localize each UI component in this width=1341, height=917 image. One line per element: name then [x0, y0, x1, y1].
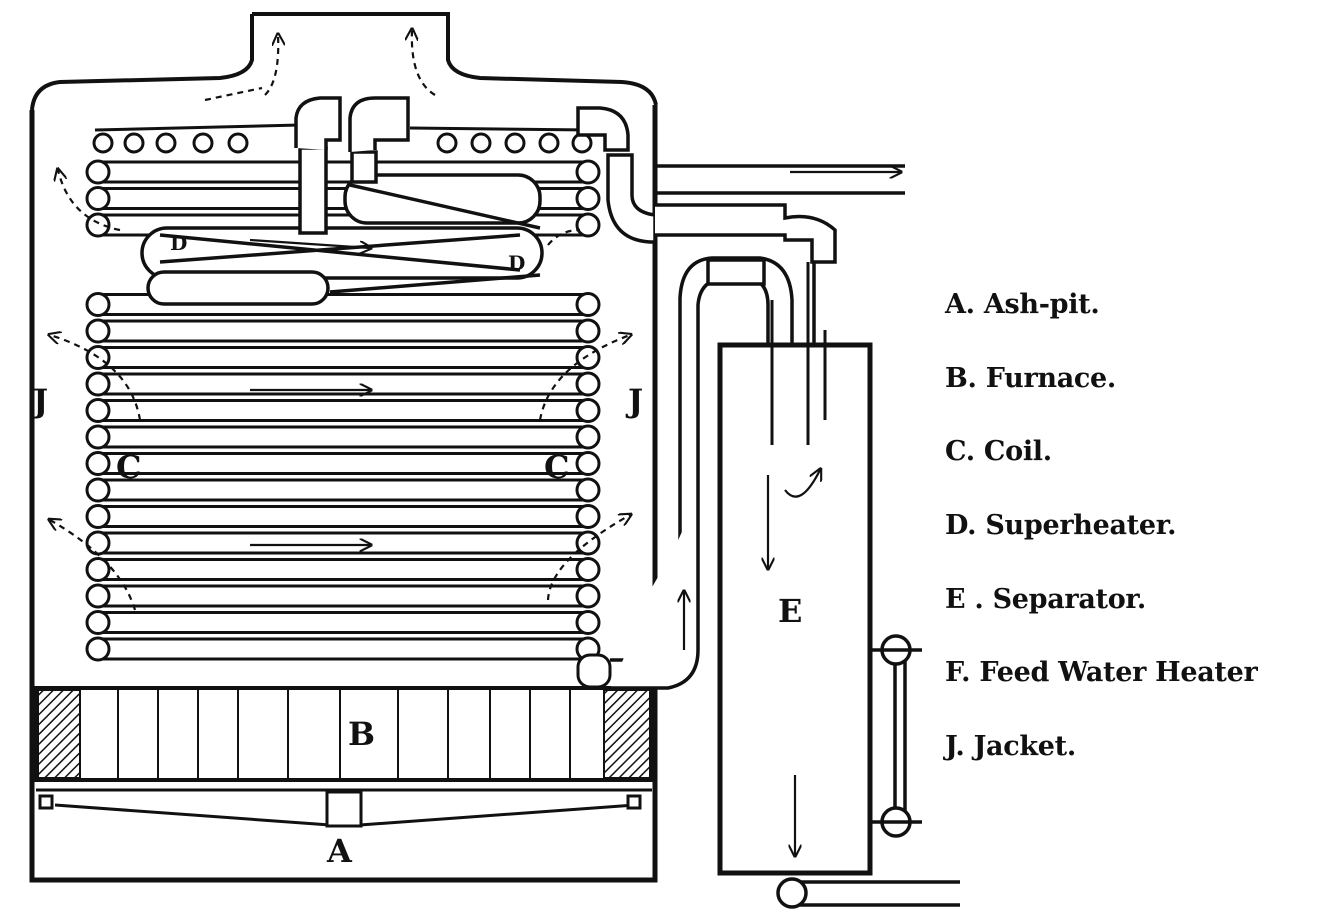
coil-tube-end — [575, 292, 601, 317]
coil-tube — [86, 558, 600, 581]
label-b: B — [348, 715, 375, 753]
legend-item-jacket: J. Jacket. — [945, 731, 1076, 763]
coil-tube — [86, 452, 600, 475]
coil-tube-end — [575, 186, 601, 211]
coil-tube-end — [85, 583, 111, 609]
flow-arrows — [50, 30, 900, 855]
legend: A. Ash-pit. B. Furnace. C. Coil. D. Supe… — [945, 285, 1258, 801]
legend-item-ash-pit: A. Ash-pit. — [945, 289, 1100, 320]
ash-pit-grate — [36, 788, 652, 828]
label-j-left: J — [30, 382, 48, 420]
coil-tube-end — [575, 318, 601, 344]
coil-tube-end — [85, 371, 111, 397]
coil-tube-end — [575, 583, 601, 609]
label-d-right: D — [508, 251, 525, 275]
legend-item-furnace: B. Furnace. — [945, 362, 1117, 394]
furnace — [34, 686, 654, 782]
coil-tube-end — [575, 504, 601, 529]
coil-tube-end — [575, 159, 601, 185]
legend-item-coil: C. Coil. — [945, 436, 1052, 468]
label-e: E — [778, 592, 802, 630]
coil-tube-end — [85, 557, 111, 582]
coil-tube — [86, 611, 600, 634]
coil-tube-end — [85, 636, 111, 662]
coil-tube — [86, 505, 600, 528]
chimney — [30, 12, 658, 111]
coil-tube-end — [575, 477, 601, 503]
superheater-risers — [294, 96, 657, 244]
coil-tube-end — [85, 504, 111, 529]
legend-item-superheater: D. Superheater. — [945, 510, 1177, 542]
coil-tube — [86, 399, 600, 422]
coil-tube-end — [575, 371, 601, 397]
coil-tube-end — [85, 477, 111, 503]
legend-item-feed-water-heater: F. Feed Water Heater — [945, 657, 1258, 689]
coil-tube — [86, 425, 600, 449]
legend-item-separator: E . Separator. — [945, 583, 1146, 615]
coil-tube-end — [85, 530, 111, 556]
coil-tube-end — [575, 557, 601, 582]
coil-tube — [86, 584, 600, 608]
coil-tube — [86, 346, 600, 369]
coil-tube-end — [85, 451, 111, 476]
coil-tube-end — [575, 212, 601, 238]
coil-tube-end — [85, 186, 111, 211]
coil-tube-end — [85, 292, 111, 317]
superheater — [140, 173, 544, 306]
label-j-right: J — [625, 382, 643, 420]
coil-outlet-elbow — [576, 653, 612, 689]
coil-tube — [86, 637, 600, 661]
coil-tube-end — [575, 398, 601, 423]
label-a: A — [326, 832, 353, 870]
boiler-jacket — [29, 105, 658, 883]
coil-tube-end — [85, 610, 111, 635]
coil-tube-end — [575, 451, 601, 476]
bottom-outlet-pipe — [776, 877, 960, 909]
coil-tube-end — [575, 610, 601, 635]
coil-tube-end — [575, 424, 601, 450]
steam-outlet-pipes — [656, 164, 905, 345]
label-c-right: C — [544, 448, 569, 486]
coil-tube — [86, 531, 600, 555]
coil-tube — [86, 319, 600, 343]
coil-tube-end — [85, 212, 111, 238]
coil-tube-end — [85, 318, 111, 344]
coil-tube-end — [85, 424, 111, 450]
coil-tube — [86, 478, 600, 502]
label-d-left: D — [170, 231, 187, 255]
top-tube-row — [92, 123, 593, 154]
coil-tube-end — [85, 159, 111, 185]
feed-water-heater — [870, 634, 922, 838]
coil-tube-end — [85, 398, 111, 423]
label-c-left: C — [116, 448, 141, 486]
